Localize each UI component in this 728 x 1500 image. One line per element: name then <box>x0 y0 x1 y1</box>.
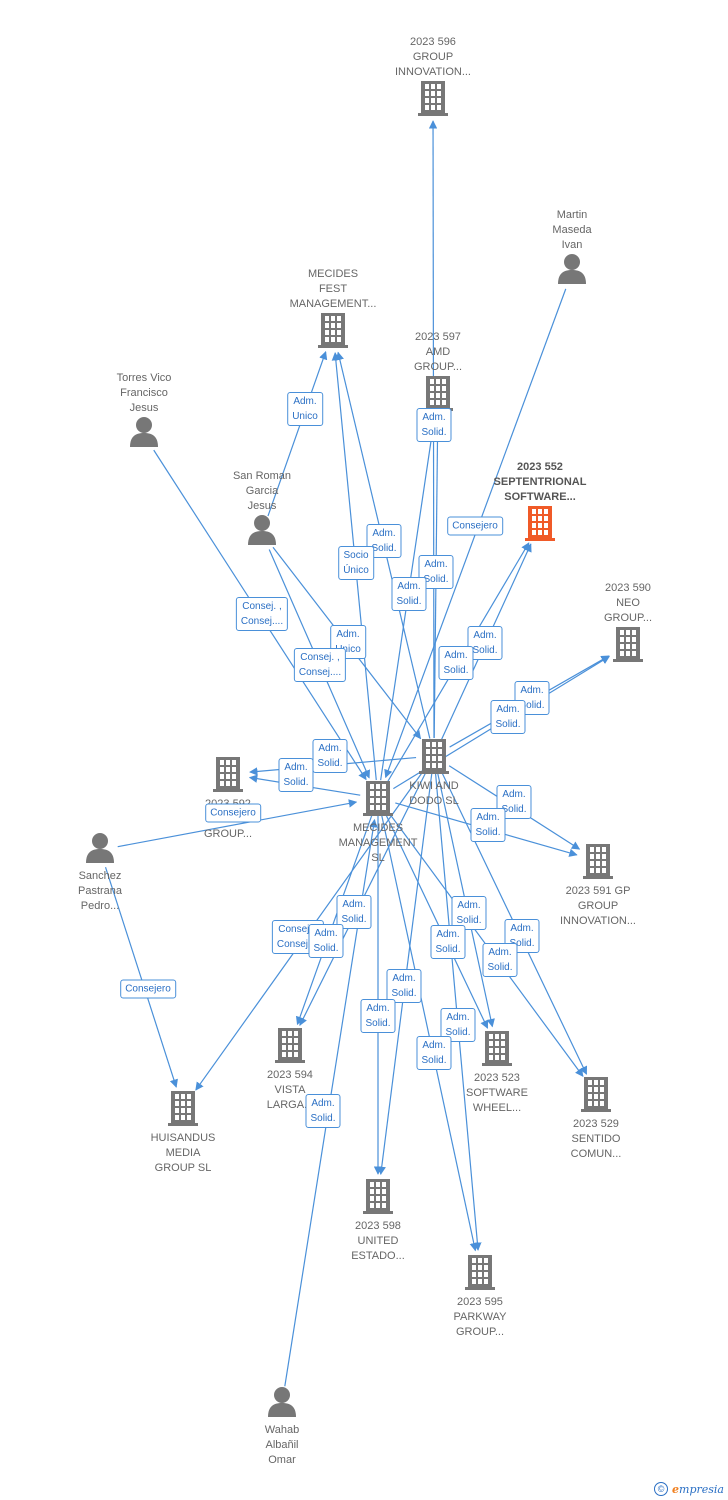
building-icon <box>463 1254 497 1295</box>
edge-role-label[interactable]: Adm. Solid. <box>308 924 344 958</box>
building-icon <box>316 312 350 353</box>
empresia-logo: empresia <box>672 1482 724 1496</box>
node-label: 2023 598 UNITED ESTADO... <box>351 1220 405 1262</box>
company-node-vista594[interactable]: 2023 594 VISTA LARGA... <box>235 1027 345 1113</box>
edge-sanchez-huisandus <box>104 866 178 1088</box>
node-label: 2023 594 VISTA LARGA... <box>266 1069 314 1111</box>
edge-sanroman-mecides_fest <box>267 350 328 517</box>
person-node-sanchez[interactable]: Sanchez Pastrana Pedro... <box>45 832 155 914</box>
company-node-sentido529[interactable]: 2023 529 SENTIDO COMUN... <box>541 1076 651 1162</box>
person-icon <box>247 514 277 551</box>
person-icon <box>557 253 587 290</box>
building-icon <box>273 1027 307 1068</box>
building-icon <box>361 1178 395 1219</box>
building-icon <box>523 505 557 546</box>
building-icon <box>211 756 245 797</box>
node-label: 2023 523 SOFTWARE WHEEL... <box>466 1072 528 1114</box>
node-label: 2023 590 NEO GROUP... <box>603 582 653 624</box>
edge-role-label[interactable]: Consej. , Consej.... <box>293 648 347 682</box>
building-icon <box>611 626 645 667</box>
building-icon <box>417 738 451 779</box>
edge-role-label[interactable]: Adm. Unico <box>287 392 323 426</box>
node-label: San Roman Garcia Jesus <box>232 470 292 512</box>
node-label: Torres Vico Francisco Jesus <box>116 372 172 414</box>
node-label: MECIDES FEST MANAGEMENT... <box>289 268 377 310</box>
company-node-g592[interactable]: 2023 592 GROUP... <box>173 756 283 842</box>
node-label: 2023 595 PARKWAY GROUP... <box>453 1296 507 1338</box>
person-node-torres[interactable]: Torres Vico Francisco Jesus <box>89 371 199 453</box>
edge-role-label[interactable]: Adm. Solid. <box>336 895 372 929</box>
building-icon <box>416 80 450 121</box>
edge-mecides_mgmt-vista594 <box>295 814 373 1026</box>
building-icon <box>166 1090 200 1131</box>
person-node-wahab[interactable]: Wahab Albañil Omar <box>227 1386 337 1468</box>
person-icon <box>85 832 115 869</box>
edge-role-label[interactable]: Adm. Solid. <box>482 943 518 977</box>
company-node-huisandus[interactable]: HUISANDUS MEDIA GROUP SL <box>128 1090 238 1176</box>
company-node-sept552[interactable]: 2023 552 SEPTENTRIONAL SOFTWARE... <box>485 460 595 546</box>
edge-role-label[interactable]: Socio Único <box>338 546 374 580</box>
edge-role-label[interactable]: Adm. Solid. <box>386 969 422 1003</box>
edge-role-label[interactable]: Consejero <box>120 979 176 999</box>
edge-role-label[interactable]: Adm. Solid. <box>416 408 452 442</box>
edge-role-label[interactable]: Adm. Solid. <box>360 999 396 1033</box>
node-label: 2023 591 GP GROUP INNOVATION... <box>560 885 636 927</box>
edge-role-label[interactable]: Consejero <box>205 803 261 823</box>
copyright-icon: © <box>654 1482 669 1496</box>
edge-role-label[interactable]: Adm. Unico <box>330 625 366 659</box>
company-node-mecides_mgmt[interactable]: MECIDES MANAGEMENT SL <box>323 780 433 866</box>
person-icon <box>267 1386 297 1423</box>
edge-role-label[interactable]: Adm. Solid. <box>416 1036 452 1070</box>
edge-role-label[interactable]: Adm. Solid. <box>451 896 487 930</box>
edge-sanchez-mecides_mgmt <box>117 799 358 848</box>
node-label: HUISANDUS MEDIA GROUP SL <box>150 1132 216 1174</box>
footer-brand[interactable]: © empresia <box>654 1482 724 1496</box>
edge-role-label[interactable]: Consejero <box>447 516 503 536</box>
edge-role-label[interactable]: Adm. Solid. <box>470 808 506 842</box>
person-node-sanroman[interactable]: San Roman Garcia Jesus <box>207 469 317 551</box>
edge-role-label[interactable]: Adm. Solid. <box>278 758 314 792</box>
company-node-parkway595[interactable]: 2023 595 PARKWAY GROUP... <box>425 1254 535 1340</box>
node-label: Sanchez Pastrana Pedro... <box>77 870 123 912</box>
node-label: 2023 552 SEPTENTRIONAL SOFTWARE... <box>493 461 587 503</box>
building-icon <box>361 780 395 821</box>
company-node-united598[interactable]: 2023 598 UNITED ESTADO... <box>323 1178 433 1264</box>
person-icon <box>129 416 159 453</box>
company-node-sw523[interactable]: 2023 523 SOFTWARE WHEEL... <box>442 1030 552 1116</box>
node-label: 2023 596 GROUP INNOVATION... <box>395 36 471 78</box>
edge-role-label[interactable]: Adm. Solid. <box>430 925 466 959</box>
edge-role-label[interactable]: Adm. Solid. <box>312 739 348 773</box>
company-node-gi596[interactable]: 2023 596 GROUP INNOVATION... <box>378 35 488 121</box>
edge-role-label[interactable]: Consej. , Consej.... <box>235 597 289 631</box>
company-node-kiwi[interactable]: KIWI AND DODO SL <box>379 738 489 809</box>
edge-role-label[interactable]: Adm. Solid. <box>305 1094 341 1128</box>
node-label: MECIDES MANAGEMENT SL <box>338 822 418 864</box>
building-icon <box>581 843 615 884</box>
edge-role-label[interactable]: Adm. Solid. <box>504 919 540 953</box>
building-icon <box>579 1076 613 1117</box>
node-label: 2023 597 AMD GROUP... <box>413 331 463 373</box>
edge-role-label[interactable]: Adm. Solid. <box>438 646 474 680</box>
node-label: 2023 529 SENTIDO COMUN... <box>570 1118 622 1160</box>
edge-mecides_mgmt-parkway595 <box>381 815 478 1252</box>
company-node-amd597[interactable]: 2023 597 AMD GROUP... <box>383 330 493 416</box>
company-node-mecides_fest[interactable]: MECIDES FEST MANAGEMENT... <box>278 267 388 353</box>
building-icon <box>480 1030 514 1071</box>
edge-role-label[interactable]: Adm. Solid. <box>490 700 526 734</box>
node-label: Martin Maseda Ivan <box>552 209 592 251</box>
node-label: KIWI AND DODO SL <box>409 780 459 807</box>
person-node-martin[interactable]: Martin Maseda Ivan <box>517 208 627 290</box>
company-node-gp591[interactable]: 2023 591 GP GROUP INNOVATION... <box>543 843 653 929</box>
company-node-neo590[interactable]: 2023 590 NEO GROUP... <box>573 581 683 667</box>
edge-mecides_mgmt-sw523 <box>385 813 489 1029</box>
node-label: Wahab Albañil Omar <box>264 1424 300 1466</box>
edge-role-label[interactable]: Adm. Solid. <box>391 577 427 611</box>
